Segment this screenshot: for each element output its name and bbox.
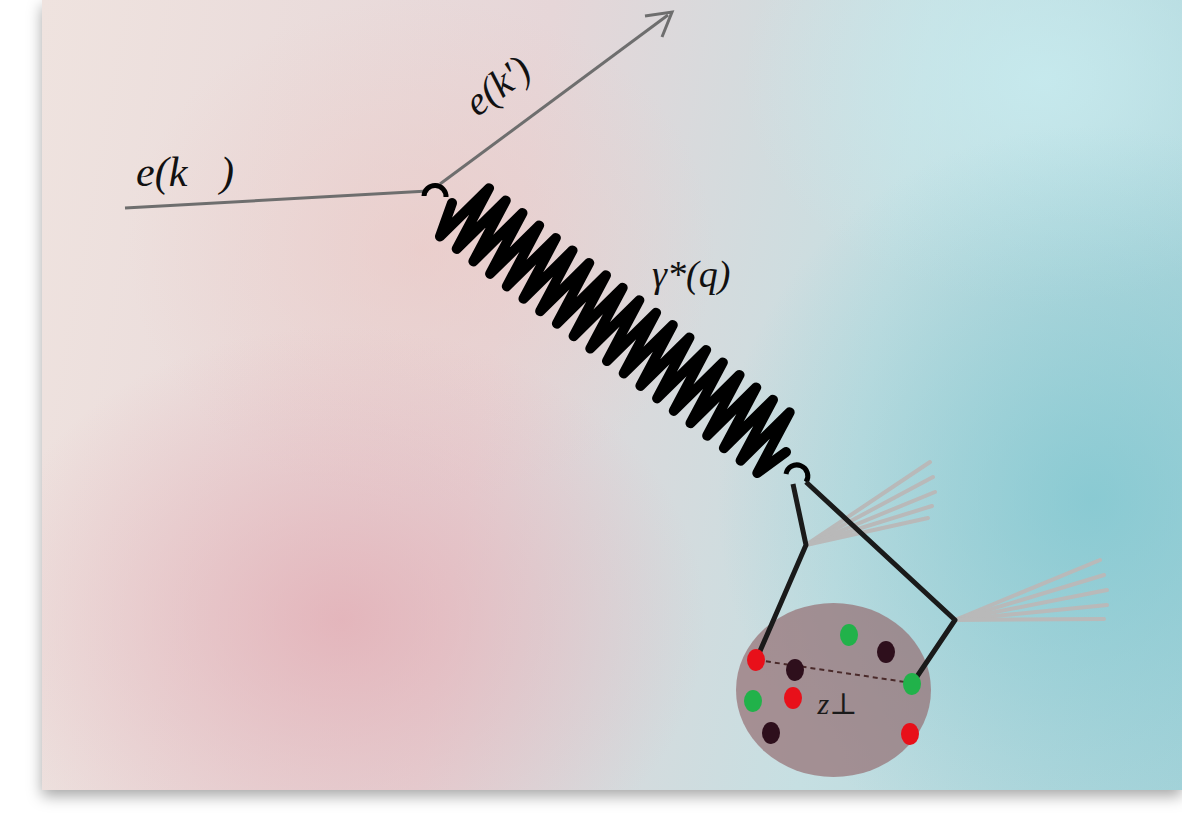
- arrow-head: [645, 12, 672, 37]
- background-panel: [42, 0, 1182, 790]
- photon-spring: [440, 188, 790, 473]
- outgoing-electron: [440, 15, 668, 184]
- dipole-size-label: z⊥: [817, 686, 857, 721]
- jet-fan: [806, 462, 935, 545]
- photon-label: γ*(q): [652, 252, 730, 296]
- nucleus-ellipse: z⊥: [735, 602, 932, 778]
- vertex-hook: [424, 185, 446, 197]
- electron-in-label: e(k⃗): [136, 148, 234, 196]
- vertex-hook: [786, 465, 808, 482]
- jet-fan: [955, 560, 1107, 620]
